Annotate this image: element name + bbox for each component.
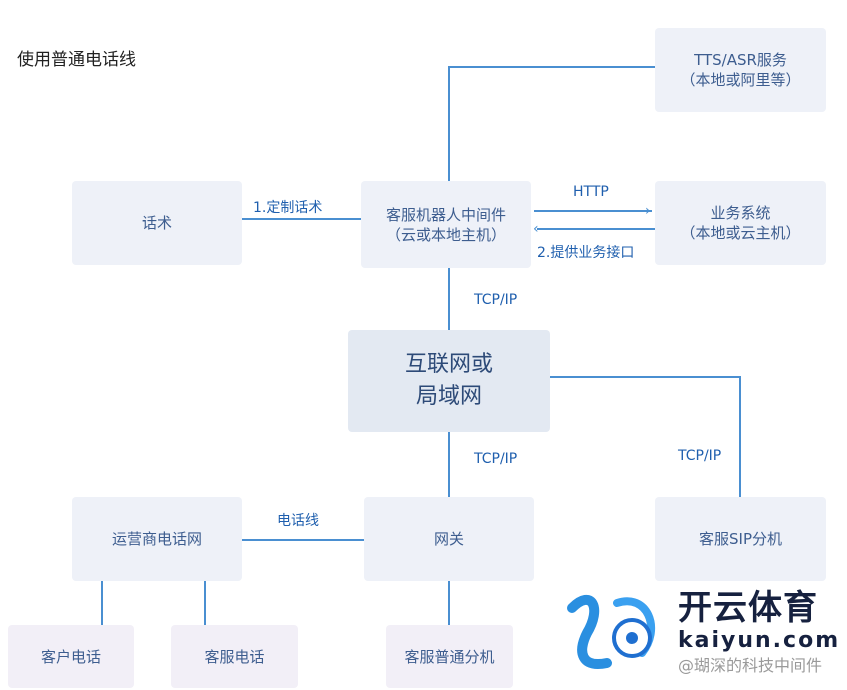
node-script: 话术 [72, 181, 242, 265]
connector-internet-sip-v [739, 376, 741, 497]
node-customer-phone: 客户电话 [8, 625, 134, 688]
connector-api [537, 228, 655, 230]
connector-middleware-tts-v [448, 66, 450, 181]
node-sip-extension: 客服SIP分机 [655, 497, 826, 581]
node-sublabel: （云或本地主机） [385, 225, 506, 244]
node-agent-extension: 客服普通分机 [386, 625, 513, 688]
node-tts-asr: TTS/ASR服务 （本地或阿里等） [655, 28, 826, 112]
node-sublabel: （本地或云主机） [680, 224, 801, 242]
label-tcp-ip: TCP/IP [474, 292, 518, 308]
node-label: 客服机器人中间件 [385, 205, 506, 224]
node-label: 网关 [433, 530, 464, 548]
connector-middleware-internet [448, 268, 450, 330]
node-label: 客服普通分机 [404, 647, 495, 666]
node-label: 客服电话 [204, 647, 265, 666]
node-label: 话术 [141, 214, 172, 232]
brand-logo: 开云体育 kaiyun.com @瑚深的科技中间件 [562, 588, 842, 688]
label-biz-api: 2.提供业务接口 [537, 245, 635, 261]
label-phone-line: 电话线 [277, 513, 319, 529]
label-http: HTTP [573, 184, 609, 200]
node-label: 客服SIP分机 [699, 530, 782, 548]
node-middleware: 客服机器人中间件（云或本地主机） [361, 181, 531, 268]
node-label: 业务系统 [710, 204, 771, 222]
label-tcp-ip: TCP/IP [474, 451, 518, 467]
node-gateway: 网关 [364, 497, 534, 581]
arrow-left-icon: ‹ [533, 221, 539, 237]
node-carrier-network: 运营商电话网 [72, 497, 242, 581]
connector-internet-sip-h [550, 376, 741, 378]
connector-carrier-customer [101, 581, 103, 625]
logo-brand-text: 开云体育 [678, 588, 818, 628]
logo-mark-icon [567, 595, 655, 669]
node-business-system: 业务系统 （本地或云主机） [655, 181, 826, 265]
connector-carrier-gateway [242, 539, 364, 541]
connector-http [534, 210, 652, 212]
connector-gateway-ext [448, 581, 450, 625]
label-custom-script: 1.定制话术 [253, 200, 323, 216]
watermark-text: @瑚深的科技中间件 [678, 656, 823, 675]
connector-script-middleware [242, 218, 361, 220]
label-tcp-ip: TCP/IP [678, 448, 722, 464]
node-label: 运营商电话网 [111, 530, 202, 548]
connector-internet-gateway [448, 432, 450, 497]
node-internet: 互联网或局域网 [348, 330, 550, 432]
node-sublabel: 局域网 [415, 384, 482, 409]
diagram-title: 使用普通电话线 [17, 50, 136, 70]
arrow-right-icon: › [645, 203, 651, 219]
node-label: TTS/ASR服务 [694, 51, 787, 69]
node-agent-phone: 客服电话 [171, 625, 298, 688]
logo-domain-text: kaiyun.com [678, 628, 841, 653]
node-label: 互联网或 [404, 352, 493, 377]
connector-carrier-agent [204, 581, 206, 625]
node-sublabel: （本地或阿里等） [680, 71, 801, 89]
connector-middleware-tts-h [448, 66, 655, 68]
node-label: 客户电话 [40, 647, 101, 666]
